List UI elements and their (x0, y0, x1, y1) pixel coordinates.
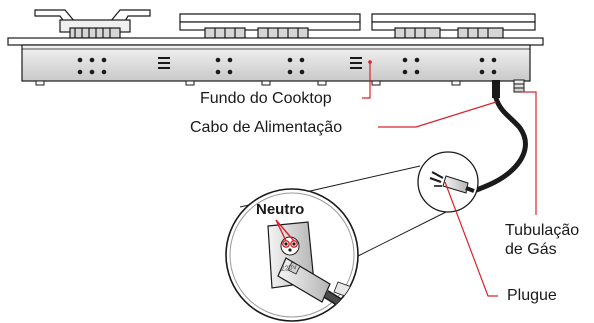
cooktop-grates (34, 9, 536, 39)
label-tubulacao-line2: de Gás (505, 241, 557, 258)
label-plugue: Plugue (507, 287, 557, 304)
gas-connector (513, 79, 525, 93)
plug-small (417, 151, 479, 213)
body-feet (35, 80, 461, 86)
cooktop-body (21, 44, 531, 86)
power-cable (469, 80, 528, 195)
magnified-plug (225, 188, 359, 322)
leader-lines (362, 60, 537, 297)
label-fundo-cooktop: Fundo do Cooktop (200, 90, 332, 107)
cooktop-top-plate (7, 37, 544, 46)
body-screws (77, 57, 497, 75)
label-tubulacao-line1: Tubulação (505, 222, 580, 239)
label-neutro: Neutro (256, 201, 305, 218)
body-vents (158, 57, 362, 69)
label-cabo-alimentacao: Cabo de Alimentação (190, 119, 343, 136)
